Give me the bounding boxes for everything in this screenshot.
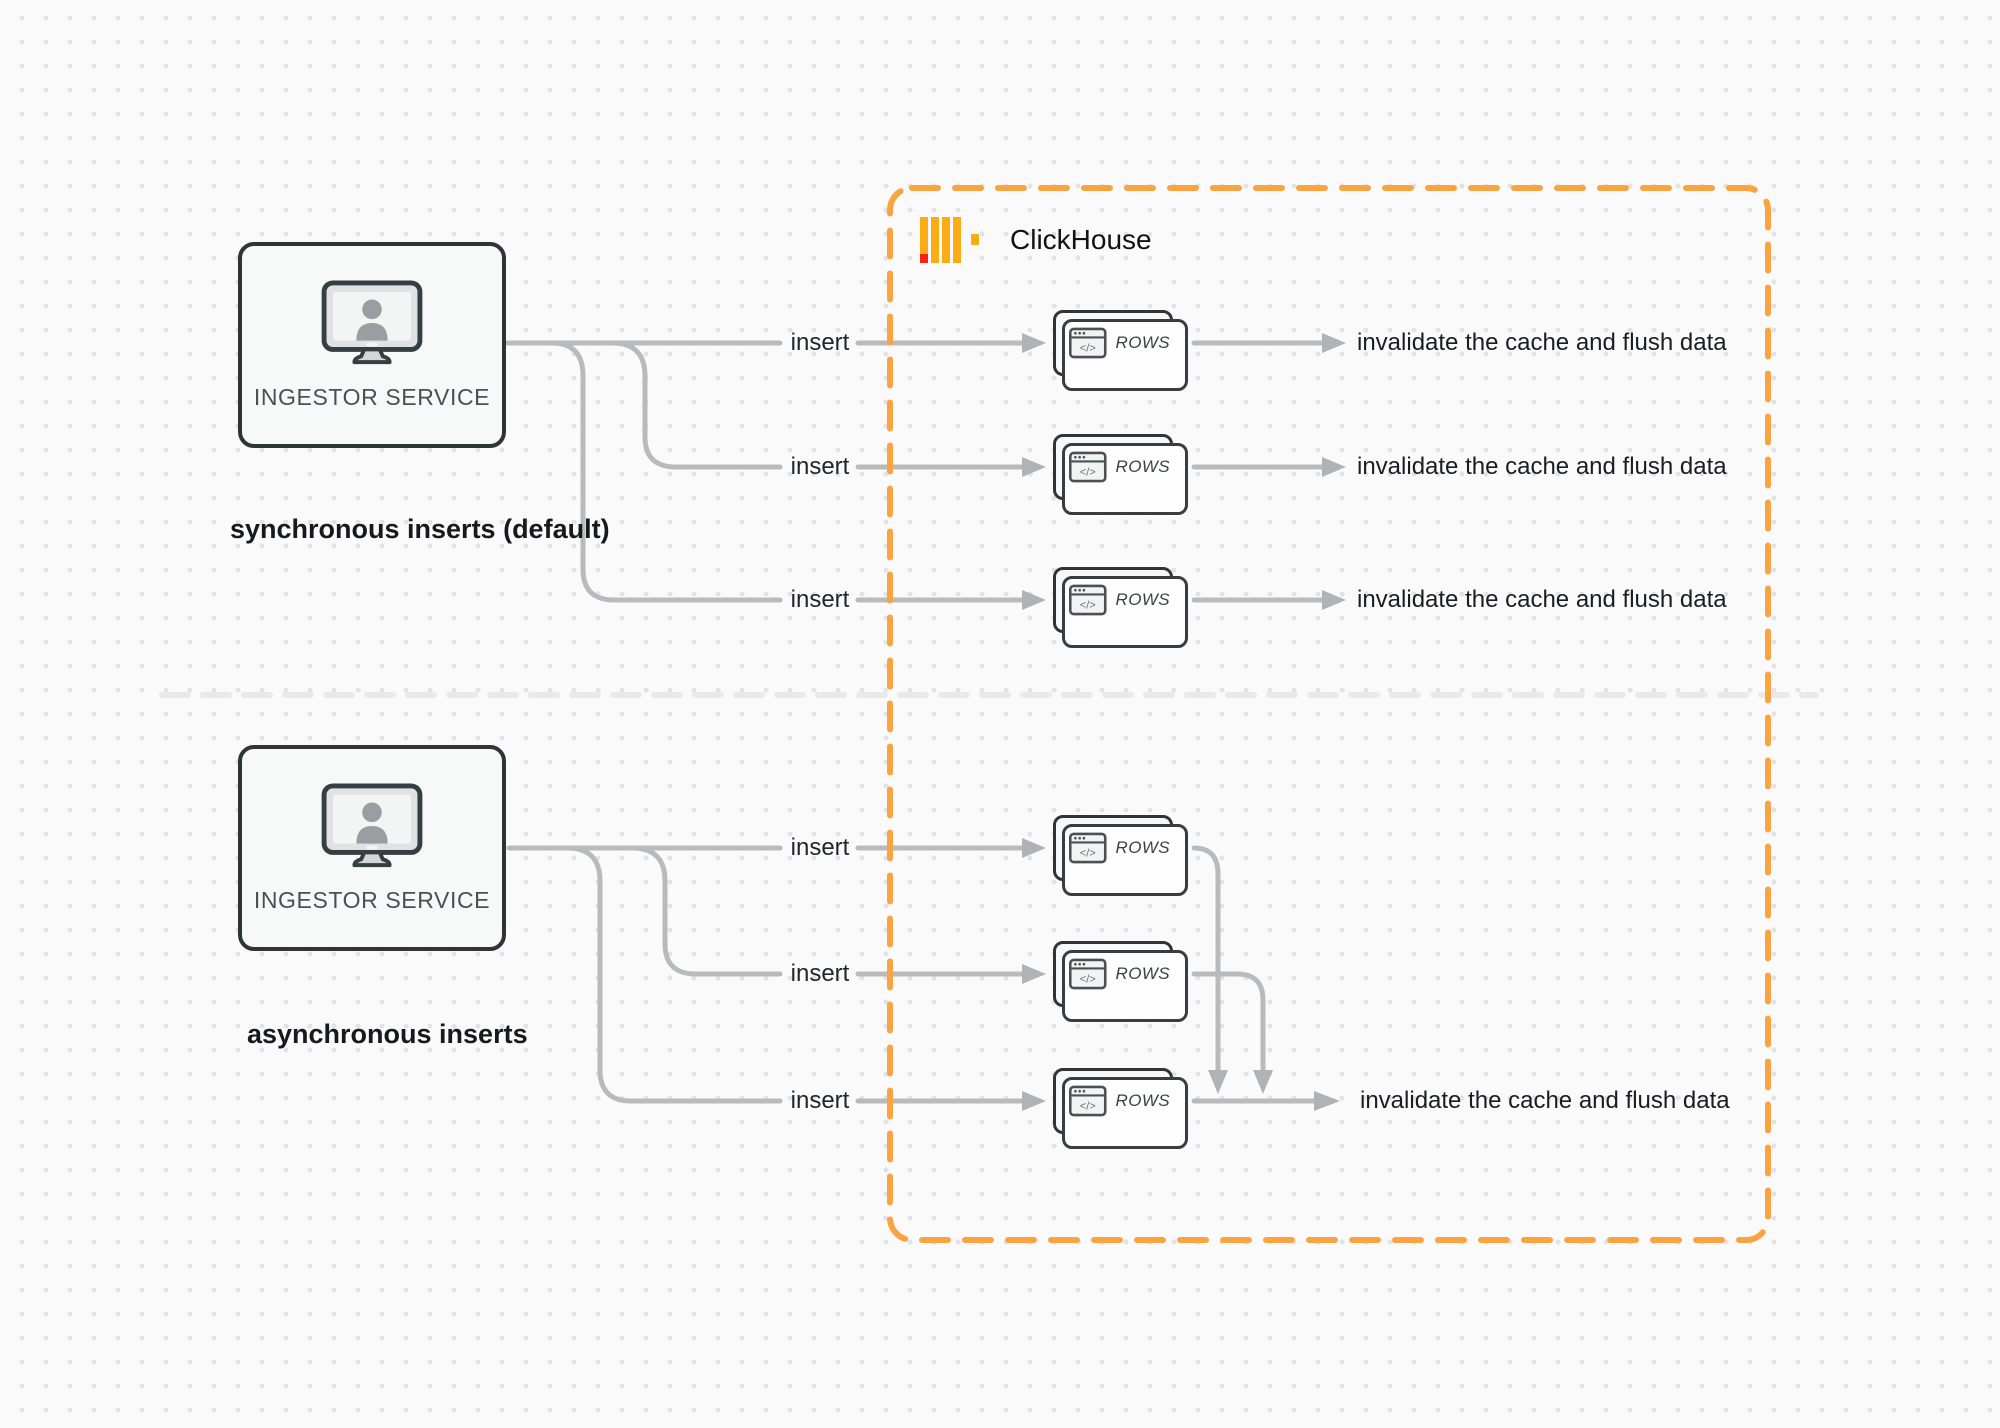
result-label: invalidate the cache and flush data — [1357, 329, 1727, 356]
svg-text:</>: </> — [1080, 467, 1096, 479]
arrowhead — [1022, 457, 1046, 477]
code-window-icon: </> — [1069, 958, 1107, 990]
arrowhead — [1314, 1091, 1340, 1111]
insert-label: insert — [790, 329, 850, 356]
svg-text:</>: </> — [1080, 974, 1096, 986]
clickhouse-brand: ClickHouse — [920, 217, 1152, 263]
clickhouse-boundary-box — [887, 185, 1771, 1243]
monitor-user-icon — [321, 279, 423, 364]
rows-card-label: ROWS — [1115, 457, 1170, 476]
sync-branch-row3 — [549, 340, 783, 603]
result-label: invalidate the cache and flush data — [1357, 453, 1727, 480]
sync-section-caption: synchronous inserts (default) — [230, 514, 610, 544]
svg-text:</>: </> — [1080, 848, 1096, 860]
logo-bar — [942, 217, 950, 263]
rows-card: </> ROWS — [1053, 310, 1188, 391]
async-converge-line-1 — [1191, 845, 1221, 1073]
arrowhead — [1322, 333, 1346, 353]
code-window-icon: </> — [1069, 584, 1107, 616]
async-section-caption: asynchronous inserts — [247, 1019, 528, 1049]
logo-bar — [931, 217, 939, 263]
arrowhead — [1022, 333, 1046, 353]
rows-card: </> ROWS — [1053, 567, 1188, 648]
arrowhead — [1022, 964, 1046, 984]
insert-label: insert — [790, 834, 850, 861]
sync-arrowheads — [1022, 333, 1346, 610]
rows-card-label: ROWS — [1115, 1091, 1170, 1110]
logo-bar — [920, 217, 928, 263]
async-connectors — [506, 845, 1317, 1104]
rows-card-label: ROWS — [1115, 838, 1170, 857]
insert-label: insert — [790, 453, 850, 480]
arrowhead — [1322, 590, 1346, 610]
svg-text:</>: </> — [1080, 600, 1096, 612]
insert-label: insert — [790, 586, 850, 613]
arrowhead — [1022, 590, 1046, 610]
arrowhead-down — [1253, 1070, 1273, 1094]
rows-card: </> ROWS — [1053, 434, 1188, 515]
arrowhead — [1022, 1091, 1046, 1111]
ingestor-service-box-async: INGESTOR SERVICE — [238, 745, 506, 951]
insert-label: insert — [790, 960, 850, 987]
logo-bar — [953, 217, 961, 263]
result-label: invalidate the cache and flush data — [1360, 1087, 1730, 1114]
rows-card-label: ROWS — [1115, 964, 1170, 983]
async-branch-row3 — [564, 845, 783, 1104]
code-window-icon: </> — [1069, 1085, 1107, 1117]
svg-text:</>: </> — [1080, 1101, 1096, 1113]
code-window-icon: </> — [1069, 327, 1107, 359]
clickhouse-brand-label: ClickHouse — [1010, 224, 1152, 255]
code-window-icon: </> — [1069, 451, 1107, 483]
rows-card-label: ROWS — [1115, 590, 1170, 609]
result-label: invalidate the cache and flush data — [1357, 586, 1727, 613]
sync-connectors — [504, 340, 1325, 603]
svg-text:</>: </> — [1080, 343, 1096, 355]
logo-red-accent — [920, 254, 928, 263]
rows-card: </> ROWS — [1053, 1068, 1188, 1149]
async-arrowheads — [1022, 838, 1340, 1111]
ingestor-service-label: INGESTOR SERVICE — [253, 886, 491, 913]
insert-label: insert — [790, 1087, 850, 1114]
async-converge-line-2 — [1191, 971, 1266, 1073]
ingestor-service-box-sync: INGESTOR SERVICE — [238, 242, 506, 448]
logo-bar-small — [971, 234, 979, 245]
rows-card: </> ROWS — [1053, 815, 1188, 896]
sync-branch-row2 — [609, 340, 783, 470]
arrowhead — [1322, 457, 1346, 477]
monitor-user-icon — [321, 782, 423, 867]
clickhouse-bars-logo — [920, 217, 982, 263]
rows-card-label: ROWS — [1115, 333, 1170, 352]
rows-card: </> ROWS — [1053, 941, 1188, 1022]
async-branch-row2 — [629, 845, 783, 977]
code-window-icon: </> — [1069, 832, 1107, 864]
arrowhead — [1022, 838, 1046, 858]
ingestor-service-label: INGESTOR SERVICE — [253, 383, 491, 410]
arrowhead-down — [1208, 1070, 1228, 1094]
